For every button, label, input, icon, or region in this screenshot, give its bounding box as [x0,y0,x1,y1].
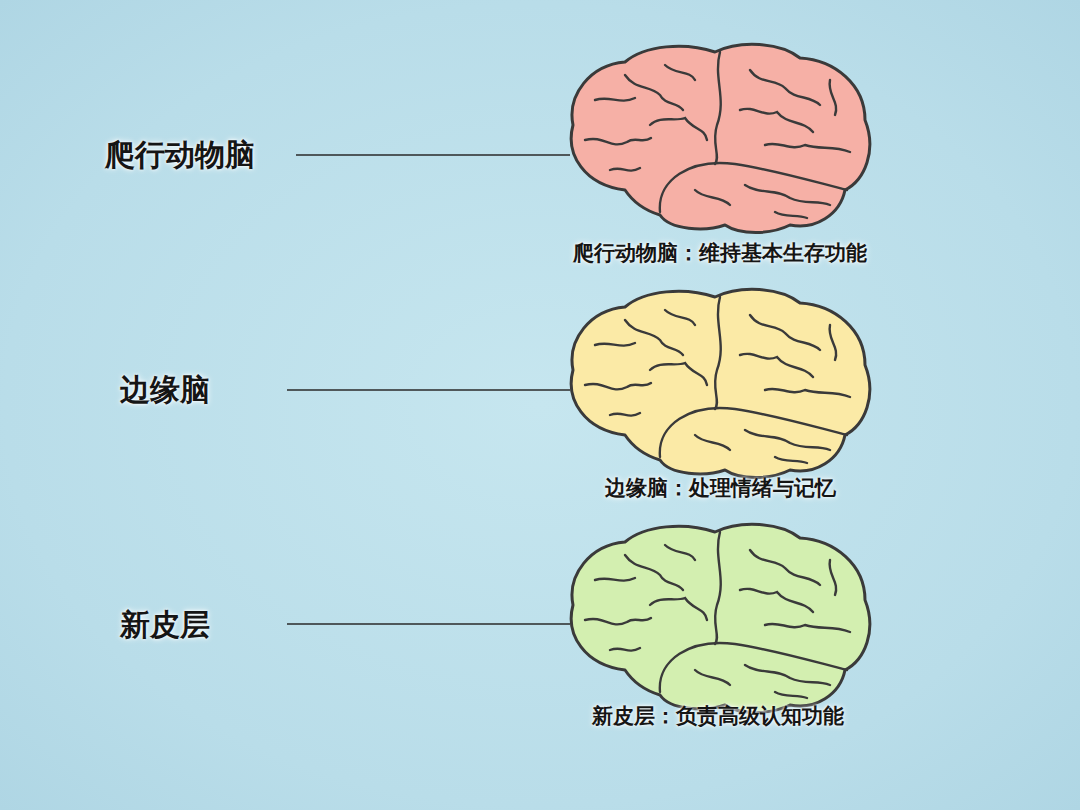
brain-caption: 边缘脑：处理情绪与记忆 [605,476,836,501]
leader-line [287,389,570,391]
brain-layer-label: 边缘脑 [120,372,210,408]
limbic-brain-figure [571,289,870,477]
brain-layer-label: 爬行动物脑 [105,137,255,173]
neocortex-figure [571,524,870,712]
leader-line [296,154,570,156]
brain-caption: 新皮层：负责高级认知功能 [592,704,844,729]
brain-caption: 爬行动物脑：维持基本生存功能 [573,241,867,266]
reptilian-brain-figure [571,44,870,232]
brain-layer-label: 新皮层 [120,607,210,643]
leader-line [287,623,570,625]
